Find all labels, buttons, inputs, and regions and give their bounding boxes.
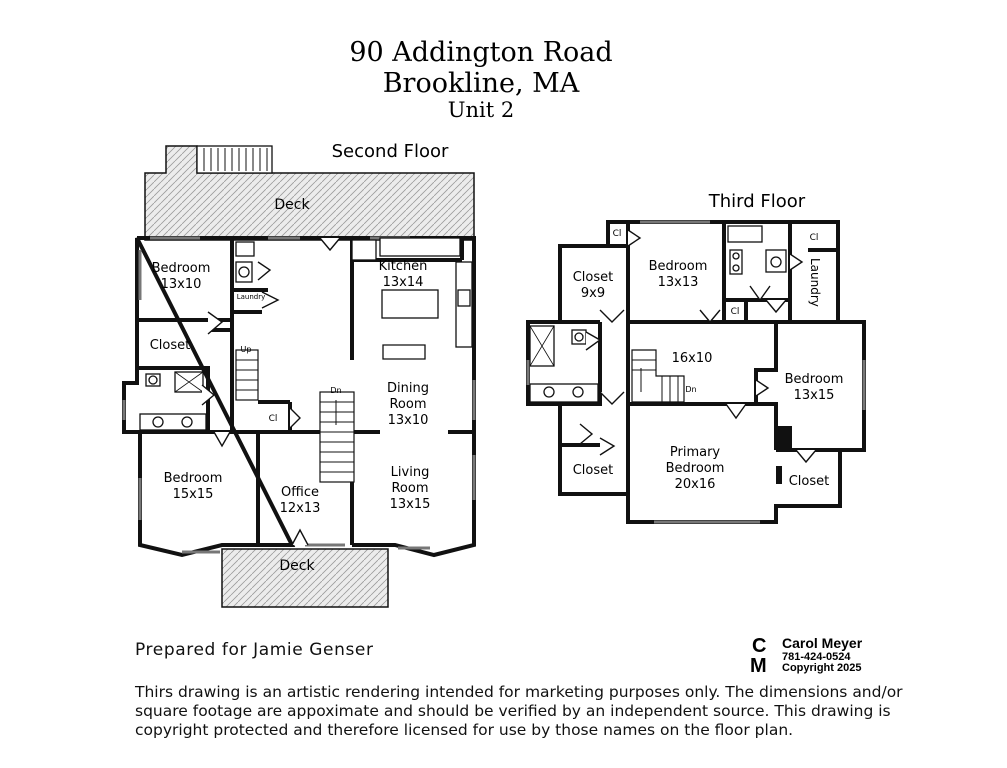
second-floor-title: Second Floor [332, 141, 449, 162]
tf-closet-left-size: 9x9 [581, 286, 605, 301]
tf-stair-down: Dn [685, 385, 696, 394]
tf-bedroom-a-name: Bedroom [649, 259, 708, 274]
address-line-2: Brookline, MA [383, 68, 580, 99]
sf-stair-down: Dn [330, 386, 341, 395]
second-floor-stairs [235, 349, 355, 483]
unit-label: Unit 2 [448, 98, 514, 122]
sf-office-name: Office [281, 485, 319, 500]
address-line-1: 90 Addington Road [349, 37, 612, 68]
sf-closet-small: Cl [269, 414, 278, 424]
sf-living-name2: Room [391, 481, 428, 496]
sf-office-size: 12x13 [280, 501, 321, 516]
sf-laundry-label: Laundry [237, 293, 266, 301]
sf-living-name1: Living [391, 465, 430, 480]
tf-cl-mid: Cl [731, 307, 740, 317]
sf-dining-size: 13x10 [388, 413, 429, 428]
sf-kitchen-size: 13x14 [383, 275, 424, 290]
logo-letter-m: M [750, 655, 767, 677]
tf-cl-right: Cl [810, 233, 819, 243]
tf-bedroom-a-size: 13x13 [658, 275, 699, 290]
third-floor-title: Third Floor [708, 191, 806, 212]
second-floor-plan: Second Floor Deck [122, 141, 476, 608]
sf-bedroom1-name: Bedroom [152, 261, 211, 276]
third-floor-windows [526, 220, 866, 524]
sf-living-size: 13x15 [390, 497, 431, 512]
third-floor-stairs [631, 349, 685, 403]
sf-dining-name2: Room [389, 397, 426, 412]
third-floor-doors [579, 229, 817, 464]
tf-primary-name1: Primary [670, 445, 721, 460]
prepared-for-text: Prepared for Jamie Genser [135, 640, 374, 660]
third-floor-fixtures [529, 225, 792, 484]
company-phone: 781-424-0524 [782, 651, 851, 663]
sf-kitchen-name: Kitchen [379, 259, 428, 274]
tf-cl-top: Cl [613, 229, 622, 239]
tf-primary-name2: Bedroom [666, 461, 725, 476]
disclaimer-line: Thirs drawing is an artistic rendering i… [135, 683, 903, 701]
deck-stairs-top [196, 145, 273, 174]
sf-stair-up: Up [241, 345, 252, 354]
sf-closet-label: Closet [150, 338, 191, 353]
third-floor-plan: Third Floor [526, 191, 866, 524]
bottom-deck [221, 548, 389, 608]
disclaimer: Thirs drawing is an artistic rendering i… [135, 683, 925, 740]
tf-closet-lower-left: Closet [573, 463, 614, 478]
sf-bedroom2-name: Bedroom [164, 471, 223, 486]
tf-closet-lower-right: Closet [789, 474, 830, 489]
sf-bedroom2-size: 15x15 [173, 487, 214, 502]
sf-dining-name1: Dining [387, 381, 429, 396]
logo-letter-c: C [752, 635, 766, 657]
second-floor-fixtures [139, 237, 473, 431]
tf-bedroom-b-name: Bedroom [785, 372, 844, 387]
tf-primary-size: 20x16 [675, 477, 716, 492]
company-copyright: Copyright 2025 [782, 662, 861, 674]
tf-bedroom-b-size: 13x15 [794, 388, 835, 403]
tf-laundry-label: Laundry [808, 258, 822, 307]
tf-hall-size: 16x10 [672, 351, 713, 366]
second-floor-doors [201, 237, 341, 546]
tf-closet-left-name: Closet [573, 270, 614, 285]
deck-top-label: Deck [274, 197, 310, 213]
disclaimer-line: square footage are appoximate and should… [135, 702, 891, 720]
deck-bottom-label: Deck [279, 558, 315, 574]
disclaimer-line: copyright protected and therefore licens… [135, 721, 794, 739]
plan-header: 90 Addington Road Brookline, MA Unit 2 [349, 37, 612, 122]
company-name: Carol Meyer [782, 635, 863, 651]
third-floor-interior-walls [560, 222, 840, 494]
designer-logo: C M Carol Meyer 781-424-0524 Copyright 2… [750, 635, 863, 677]
sf-bedroom1-size: 13x10 [161, 277, 202, 292]
